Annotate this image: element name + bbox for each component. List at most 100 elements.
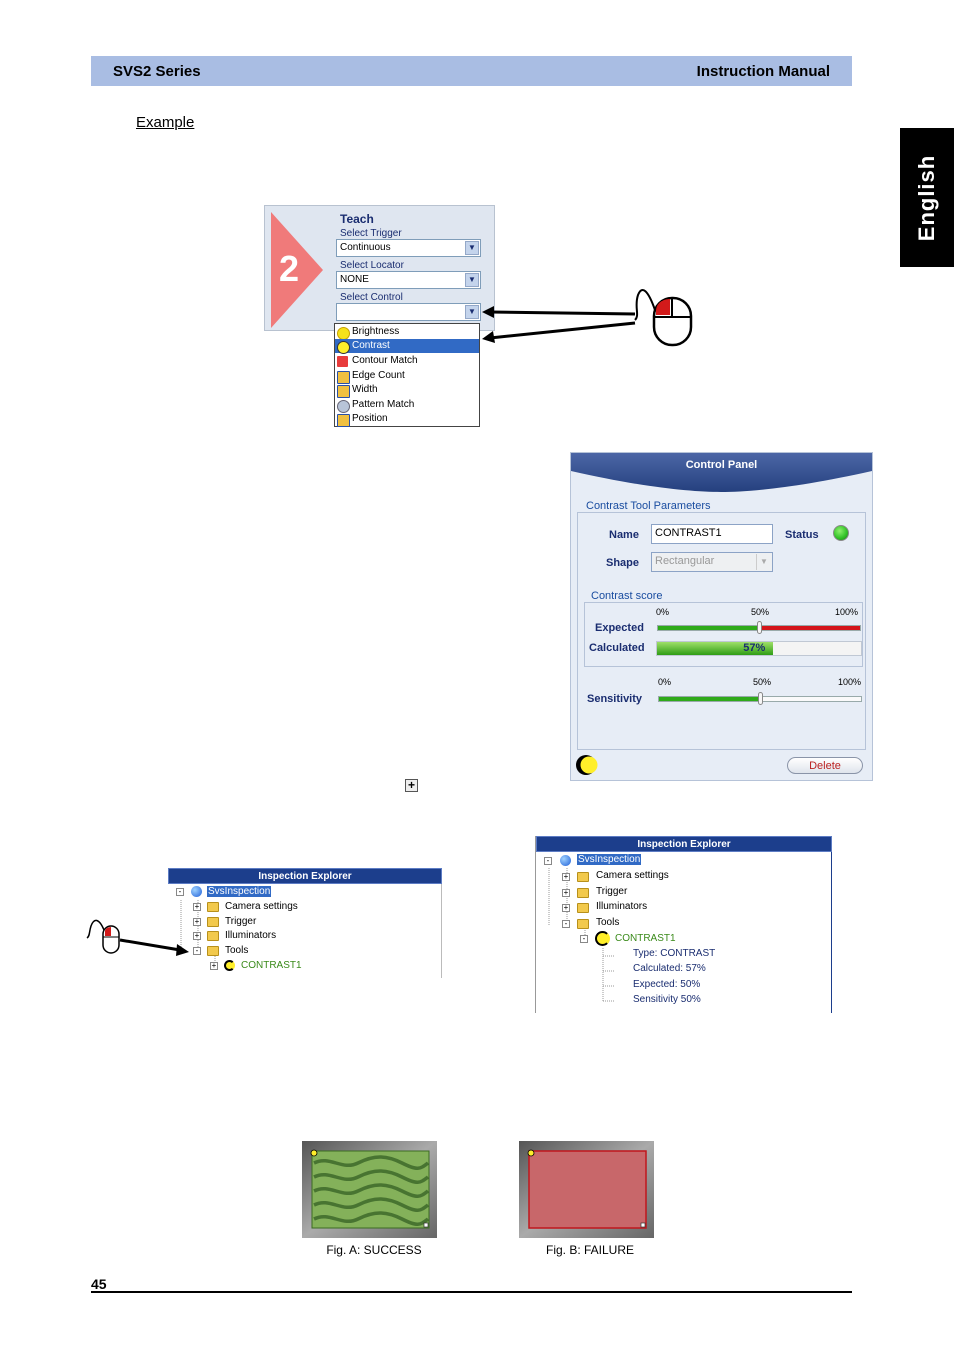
expand-icon[interactable]: + [193,902,201,911]
option-contrast[interactable]: Contrast [335,339,479,354]
option-width[interactable]: Width [335,383,479,398]
contrast-icon [595,931,610,946]
option-edge-count[interactable]: Edge Count [335,369,479,384]
tree-item-camera[interactable]: Camera settings [225,901,298,912]
tree-item-trigger[interactable]: Trigger [225,916,257,927]
footer-rule [91,1291,852,1293]
contrast-icon [576,755,598,775]
collapse-icon[interactable]: - [193,947,201,955]
arrow-head-icon [482,331,495,343]
folder-open-icon [207,946,219,956]
contrast-icon [527,1149,535,1157]
chevron-down-icon[interactable]: ▼ [465,241,479,255]
expand-icon[interactable]: + [562,903,570,912]
tree-item-illuminators[interactable]: Illuminators [225,930,277,941]
collapse-icon[interactable]: - [580,935,588,943]
expected-slider-thumb[interactable] [757,621,762,634]
sens-scale-100: 100% [838,677,862,687]
expand-icon[interactable]: + [193,931,201,940]
tree-item-tool[interactable]: CONTRAST1 [615,933,676,944]
name-value: CONTRAST1 [655,527,722,539]
arrow-line [489,321,636,340]
chevron-down-icon[interactable]: ▼ [465,305,479,319]
teach-title: Teach [340,212,374,226]
sensitivity-slider[interactable] [658,692,862,705]
pointer-arrows [482,289,693,347]
delete-button[interactable]: Delete [787,757,863,774]
scale-100: 100% [835,607,859,617]
arrow-head-icon [482,306,494,318]
control-select[interactable]: ▼ [336,303,481,321]
expand-icon[interactable]: + [210,961,218,970]
folder-icon [207,931,219,941]
expand-icon[interactable]: + [562,872,570,881]
trigger-select[interactable]: Continuous ▼ [336,239,481,257]
status-indicator-icon [833,525,849,541]
tree-item-illuminators[interactable]: Illuminators [596,901,648,912]
trigger-value: Continuous [340,242,391,253]
status-label: Status [785,529,819,541]
page-header: SVS2 Series Instruction Manual [91,56,852,86]
option-contour-match[interactable]: Contour Match [335,354,479,368]
page-number: 45 [91,1276,107,1292]
detail-calculated: Calculated: 57% [633,963,706,974]
select-trigger-label: Select Trigger [340,228,402,239]
contrast-icon [310,1149,318,1157]
figure-a-caption: Fig. A: SUCCESS [326,1243,422,1257]
expand-icon[interactable]: + [193,917,201,926]
collapse-icon[interactable]: - [544,857,552,865]
option-pattern-match[interactable]: Pattern Match [335,398,479,413]
tree-item-tools[interactable]: Tools [596,917,620,928]
sensitivity-slider-thumb[interactable] [758,692,763,705]
width-icon [337,385,350,398]
option-position[interactable]: Position [335,412,479,427]
series-title: SVS2 Series [113,63,201,80]
folder-open-icon [577,919,589,929]
chevron-down-icon[interactable]: ▼ [465,273,479,287]
tree-item-tool[interactable]: CONTRAST1 [241,960,302,971]
tree-root[interactable]: SvsInspection [207,886,272,897]
expected-slider[interactable] [657,621,861,634]
tree-item-trigger[interactable]: Trigger [596,886,628,897]
contrast-score-group [584,602,863,667]
collapse-icon[interactable]: - [176,888,184,896]
calculated-meter: 57% [656,641,862,656]
calculated-value: 57% [743,642,766,654]
expand-icon[interactable]: + [562,888,570,897]
figure-b-caption: Fig. B: FAILURE [545,1243,635,1257]
inspection-icon [191,886,202,897]
tree-root[interactable]: SvsInspection [577,854,642,865]
chevron-down-icon[interactable]: ▼ [756,554,771,570]
select-locator-label: Select Locator [340,260,404,271]
scale-0: 0% [656,607,670,617]
mouse-icon [634,289,693,347]
pointer-arrow-tools [86,919,189,956]
manual-title: Instruction Manual [696,63,830,80]
contrast-icon [224,960,235,971]
expected-remainder [759,626,860,630]
step-arrow-icon [271,212,323,328]
inspection-explorer-large: Inspection Explorer - SvsInspection + Ca… [535,836,832,1013]
figure-b [519,1141,654,1238]
tree-item-tools[interactable]: Tools [225,945,249,956]
arrow-head-icon [176,944,189,956]
position-icon [337,414,350,427]
arrow-line [489,310,636,316]
figure-a [302,1141,437,1238]
option-brightness[interactable]: Brightness [335,325,479,340]
folder-icon [577,888,589,898]
collapse-icon[interactable]: - [562,920,570,928]
control-panel: Control Panel Contrast Tool Parameters N… [570,452,873,781]
control-panel-titlebar [571,453,872,492]
inspection-explorer-small: Inspection Explorer - SvsInspection + Ca… [168,868,442,978]
locator-select[interactable]: NONE ▼ [336,271,481,289]
pattern-match-icon [337,400,350,413]
detail-expected: Expected: 50% [633,979,701,990]
tree-item-camera[interactable]: Camera settings [596,870,669,881]
expand-plus-icon[interactable]: + [405,779,418,792]
folder-icon [207,902,219,912]
failure-image [519,1141,654,1238]
control-dropdown-list: Brightness Contrast Contour Match Edge C… [334,323,480,427]
shape-select[interactable]: Rectangular ▼ [651,552,773,572]
name-field[interactable]: CONTRAST1 [651,524,773,544]
